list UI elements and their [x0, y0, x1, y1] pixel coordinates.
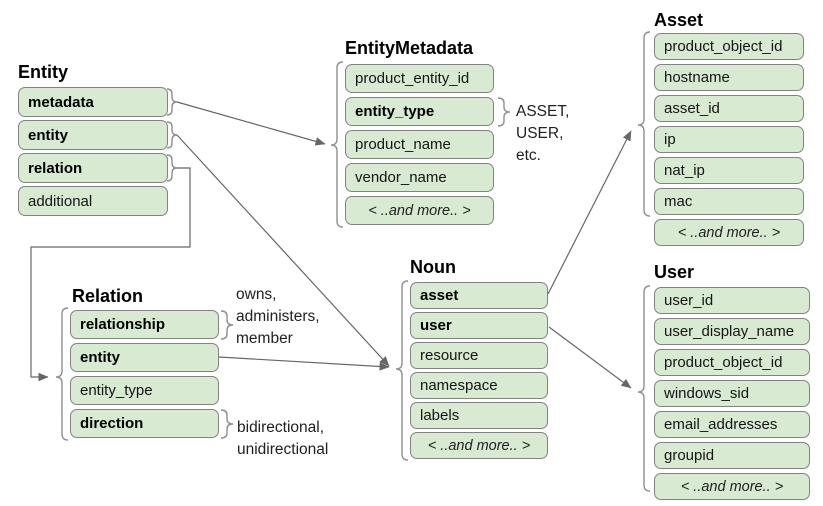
- entity-box: Entity metadata entity relation addition…: [18, 62, 168, 219]
- field-asset-product-object-id: product_object_id: [654, 33, 804, 60]
- field-mac: mac: [654, 188, 804, 215]
- annotation-line: unidirectional: [237, 441, 329, 458]
- field-asset-more: < ..and more.. >: [654, 219, 804, 246]
- direction-annotation-brace: [220, 409, 234, 439]
- relationship-values-annotation: owns, administers, member: [236, 284, 320, 350]
- annotation-line: member: [236, 330, 293, 347]
- annotation-line: ASSET,: [516, 103, 570, 120]
- field-groupid: groupid: [654, 442, 810, 469]
- field-product-name: product_name: [345, 130, 494, 159]
- field-resource: resource: [410, 342, 548, 369]
- field-entity-entity: entity: [18, 120, 168, 150]
- annotation-line: administers,: [236, 308, 320, 325]
- field-entity-type: entity_type: [345, 97, 494, 126]
- field-entity-relation: relation: [18, 153, 168, 183]
- asset-left-brace: [637, 31, 651, 217]
- field-entity-metadata: metadata: [18, 87, 168, 117]
- field-user-id: user_id: [654, 287, 810, 314]
- direction-values-annotation: bidirectional, unidirectional: [237, 417, 328, 461]
- field-noun-more: < ..and more.. >: [410, 432, 548, 459]
- field-ip: ip: [654, 126, 804, 153]
- entitymetadata-left-brace: [330, 61, 344, 228]
- field-hostname: hostname: [654, 64, 804, 91]
- field-vendor-name: vendor_name: [345, 163, 494, 192]
- field-product-entity-id: product_entity_id: [345, 64, 494, 93]
- arrow-relation-entity-to-noun: [218, 356, 390, 371]
- relation-left-brace: [55, 307, 69, 441]
- relationship-annotation-brace: [220, 310, 234, 340]
- field-entity-additional: additional: [18, 186, 168, 216]
- field-relation-entity: entity: [70, 343, 219, 372]
- annotation-line: owns,: [236, 286, 277, 303]
- entity-relation-field-brace: [166, 154, 178, 182]
- field-labels: labels: [410, 402, 548, 429]
- entitymetadata-box-title: EntityMetadata: [345, 38, 474, 58]
- field-relationship: relationship: [70, 310, 219, 339]
- entity-metadata-field-brace: [166, 88, 178, 116]
- arrow-noun-user-to-user: [548, 326, 632, 389]
- arrow-entity-metadata-to-entitymetadata: [176, 101, 326, 146]
- entity-box-title: Entity: [18, 62, 69, 82]
- entity-entity-field-brace: [166, 121, 178, 149]
- field-windows-sid: windows_sid: [654, 380, 810, 407]
- noun-box-title: Noun: [410, 257, 456, 277]
- entity-type-annotation-brace: [497, 97, 511, 127]
- entitymetadata-box: EntityMetadata product_entity_id entity_…: [345, 38, 494, 229]
- user-box: User user_id user_display_name product_o…: [654, 262, 810, 504]
- field-relation-entity-type: entity_type: [70, 376, 219, 405]
- annotation-line: etc.: [516, 147, 541, 164]
- asset-box: Asset product_object_id hostname asset_i…: [654, 10, 804, 250]
- field-direction: direction: [70, 409, 219, 438]
- field-noun-user: user: [410, 312, 548, 339]
- field-email-addresses: email_addresses: [654, 411, 810, 438]
- field-user-display-name: user_display_name: [654, 318, 810, 345]
- annotation-line: bidirectional,: [237, 419, 325, 436]
- relation-box-title: Relation: [72, 286, 144, 306]
- asset-box-title: Asset: [654, 10, 704, 30]
- field-entitymetadata-more: < ..and more.. >: [345, 196, 494, 225]
- user-box-title: User: [654, 262, 695, 282]
- noun-box: Noun asset user resource namespace label…: [410, 257, 548, 462]
- relation-box: Relation relationship entity entity_type…: [70, 286, 219, 442]
- user-left-brace: [637, 285, 651, 492]
- field-asset-id: asset_id: [654, 95, 804, 122]
- annotation-line: USER,: [516, 125, 564, 142]
- field-namespace: namespace: [410, 372, 548, 399]
- noun-left-brace: [395, 280, 409, 461]
- entity-type-values-annotation: ASSET, USER, etc.: [516, 101, 569, 167]
- field-user-more: < ..and more.. >: [654, 473, 810, 500]
- field-user-product-object-id: product_object_id: [654, 349, 810, 376]
- field-nat-ip: nat_ip: [654, 157, 804, 184]
- field-noun-asset: asset: [410, 282, 548, 309]
